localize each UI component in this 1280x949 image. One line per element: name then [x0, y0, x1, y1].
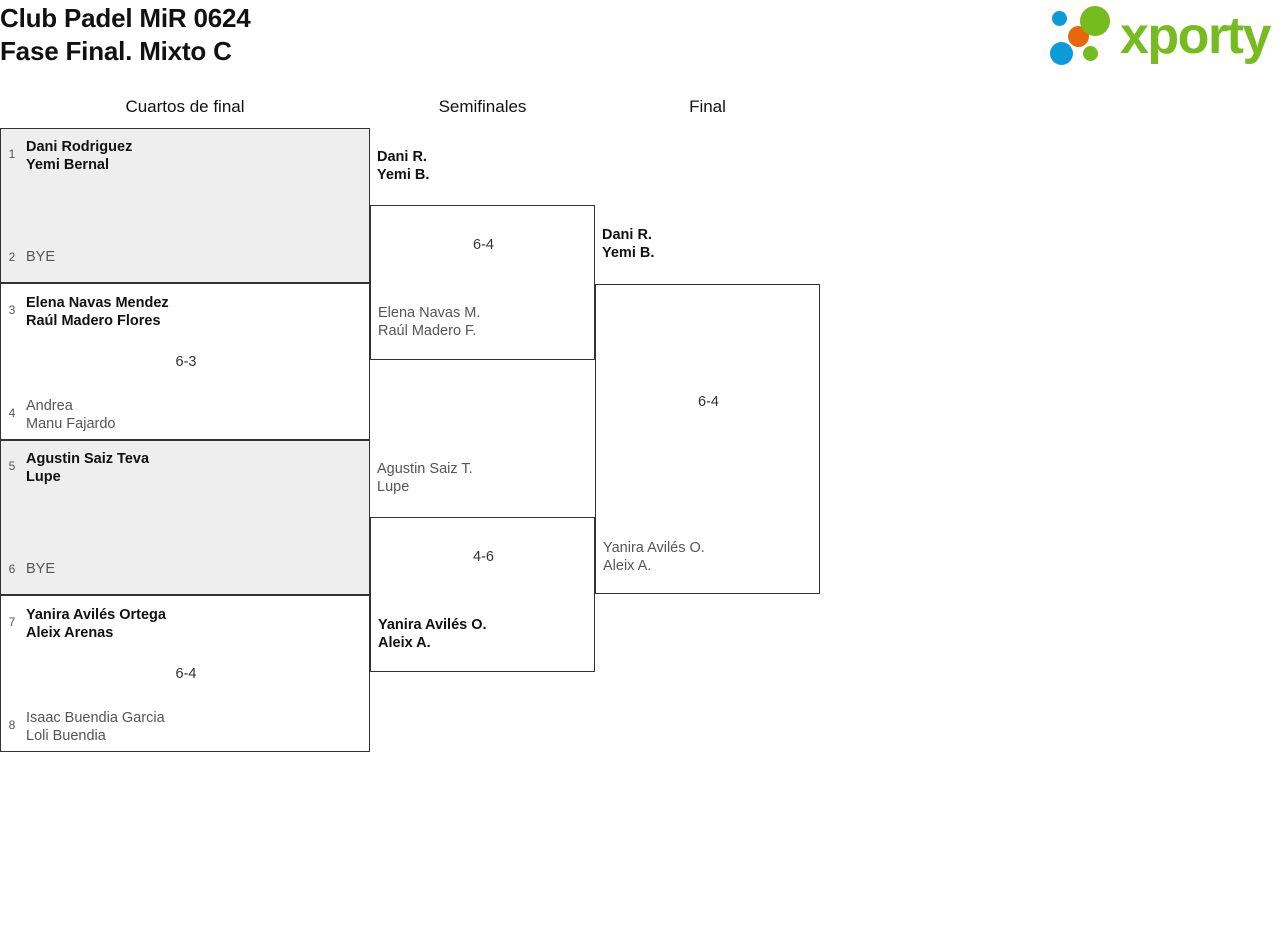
logo-wordmark: xporty	[1120, 7, 1271, 65]
match-box-sf-1[interactable]: 6-4 Elena Navas M. Raúl Madero F.	[370, 205, 595, 360]
seed-number: 6	[8, 562, 16, 576]
match-box-qf-2[interactable]: 3 Elena Navas Mendez Raúl Madero Flores …	[0, 283, 370, 440]
team-line-1: Elena Navas Mendez	[26, 295, 169, 311]
match-box-final[interactable]: 6-4 Yanira Avilés O. Aleix A.	[595, 284, 820, 594]
team-line-2: Raúl Madero Flores	[26, 313, 161, 329]
team-names: Agustin Saiz Teva Lupe	[26, 450, 149, 486]
logo-dots-icon	[1050, 4, 1128, 68]
seed-number: 7	[8, 615, 16, 629]
logo-dot-blue-large	[1050, 42, 1073, 65]
team-names: Yanira Avilés Ortega Aleix Arenas	[26, 606, 166, 642]
team-line-1: Yanira Avilés Ortega	[26, 607, 166, 623]
seed-number: 4	[8, 406, 16, 420]
round-header-semifinals: Semifinales	[438, 97, 527, 116]
team-line-2: Lupe	[26, 469, 61, 485]
seed-number: 8	[8, 718, 16, 732]
team-names: Elena Navas Mendez Raúl Madero Flores	[26, 294, 169, 330]
team-line-1: Dani R.	[602, 227, 652, 243]
team-line-1: Yanira Avilés O.	[603, 540, 705, 556]
team-names: Yanira Avilés O. Aleix A.	[603, 539, 705, 575]
logo-dot-green-small	[1083, 46, 1098, 61]
team-line-2: Manu Fajardo	[26, 416, 116, 432]
team-line-1: Andrea	[26, 398, 73, 414]
xporty-logo[interactable]: xporty	[1050, 4, 1276, 68]
team-line-2: Lupe	[377, 479, 410, 495]
team-line-1: BYE	[26, 249, 56, 265]
team-line-1: Dani Rodriguez	[26, 139, 133, 155]
team-line-2: Loli Buendia	[26, 728, 106, 744]
team-line-1: Yanira Avilés O.	[378, 617, 487, 633]
match-box-qf-1[interactable]: 1 Dani Rodriguez Yemi Bernal 2 BYE	[0, 128, 370, 283]
team-line-2: Raúl Madero F.	[378, 323, 477, 339]
team-line-2: Yemi B.	[377, 167, 430, 183]
title-line-2: Fase Final. Mixto C	[0, 36, 232, 66]
match-box-sf-2[interactable]: 4-6 Yanira Avilés O. Aleix A.	[370, 517, 595, 672]
match-score: 6-4	[698, 394, 719, 410]
team-names: Isaac Buendia Garcia Loli Buendia	[26, 709, 165, 745]
team-names: BYE	[26, 248, 55, 266]
team-line-1: Dani R.	[377, 149, 427, 165]
final-champion-team: Dani R. Yemi B.	[602, 226, 654, 262]
team-line-2: Aleix A.	[603, 558, 652, 574]
logo-dot-green-large	[1080, 6, 1110, 36]
seed-number: 1	[8, 147, 16, 161]
team-names: Yanira Avilés O. Aleix A.	[378, 616, 487, 652]
team-line-2: Aleix Arenas	[26, 625, 114, 641]
team-line-1: Elena Navas M.	[378, 305, 481, 321]
team-line-1: BYE	[26, 561, 56, 577]
team-line-1: Isaac Buendia Garcia	[26, 710, 165, 726]
team-line-1: Agustin Saiz Teva	[26, 451, 150, 467]
team-line-2: Yemi B.	[602, 245, 655, 261]
match-box-qf-3[interactable]: 5 Agustin Saiz Teva Lupe 6 BYE	[0, 440, 370, 595]
title-line-1: Club Padel MiR 0624	[0, 3, 251, 33]
team-line-2: Aleix A.	[378, 635, 431, 651]
round-header-quarterfinals: Cuartos de final	[125, 97, 245, 116]
seed-number: 2	[8, 250, 16, 264]
team-names: Andrea Manu Fajardo	[26, 397, 115, 433]
team-names: Elena Navas M. Raúl Madero F.	[378, 304, 480, 340]
match-score: 4-6	[473, 549, 494, 565]
match-score: 6-4	[175, 666, 197, 682]
team-line-1: Agustin Saiz T.	[377, 461, 473, 477]
seed-number: 3	[8, 303, 16, 317]
sf-2-upper-team: Agustin Saiz T. Lupe	[377, 460, 473, 496]
round-header-final: Final	[689, 97, 726, 116]
match-score: 6-3	[175, 354, 197, 370]
team-names: Dani Rodriguez Yemi Bernal	[26, 138, 132, 174]
team-names: BYE	[26, 560, 55, 578]
page-header: Club Padel MiR 0624 Fase Final. Mixto C …	[0, 0, 1280, 90]
match-box-qf-4[interactable]: 7 Yanira Avilés Ortega Aleix Arenas 8 Is…	[0, 595, 370, 752]
tournament-title: Club Padel MiR 0624 Fase Final. Mixto C	[0, 2, 251, 68]
logo-dot-blue-small	[1052, 11, 1067, 26]
team-line-2: Yemi Bernal	[26, 157, 110, 173]
sf-1-advancing-team: Dani R. Yemi B.	[377, 148, 429, 184]
match-score: 6-4	[473, 237, 494, 253]
seed-number: 5	[8, 459, 16, 473]
